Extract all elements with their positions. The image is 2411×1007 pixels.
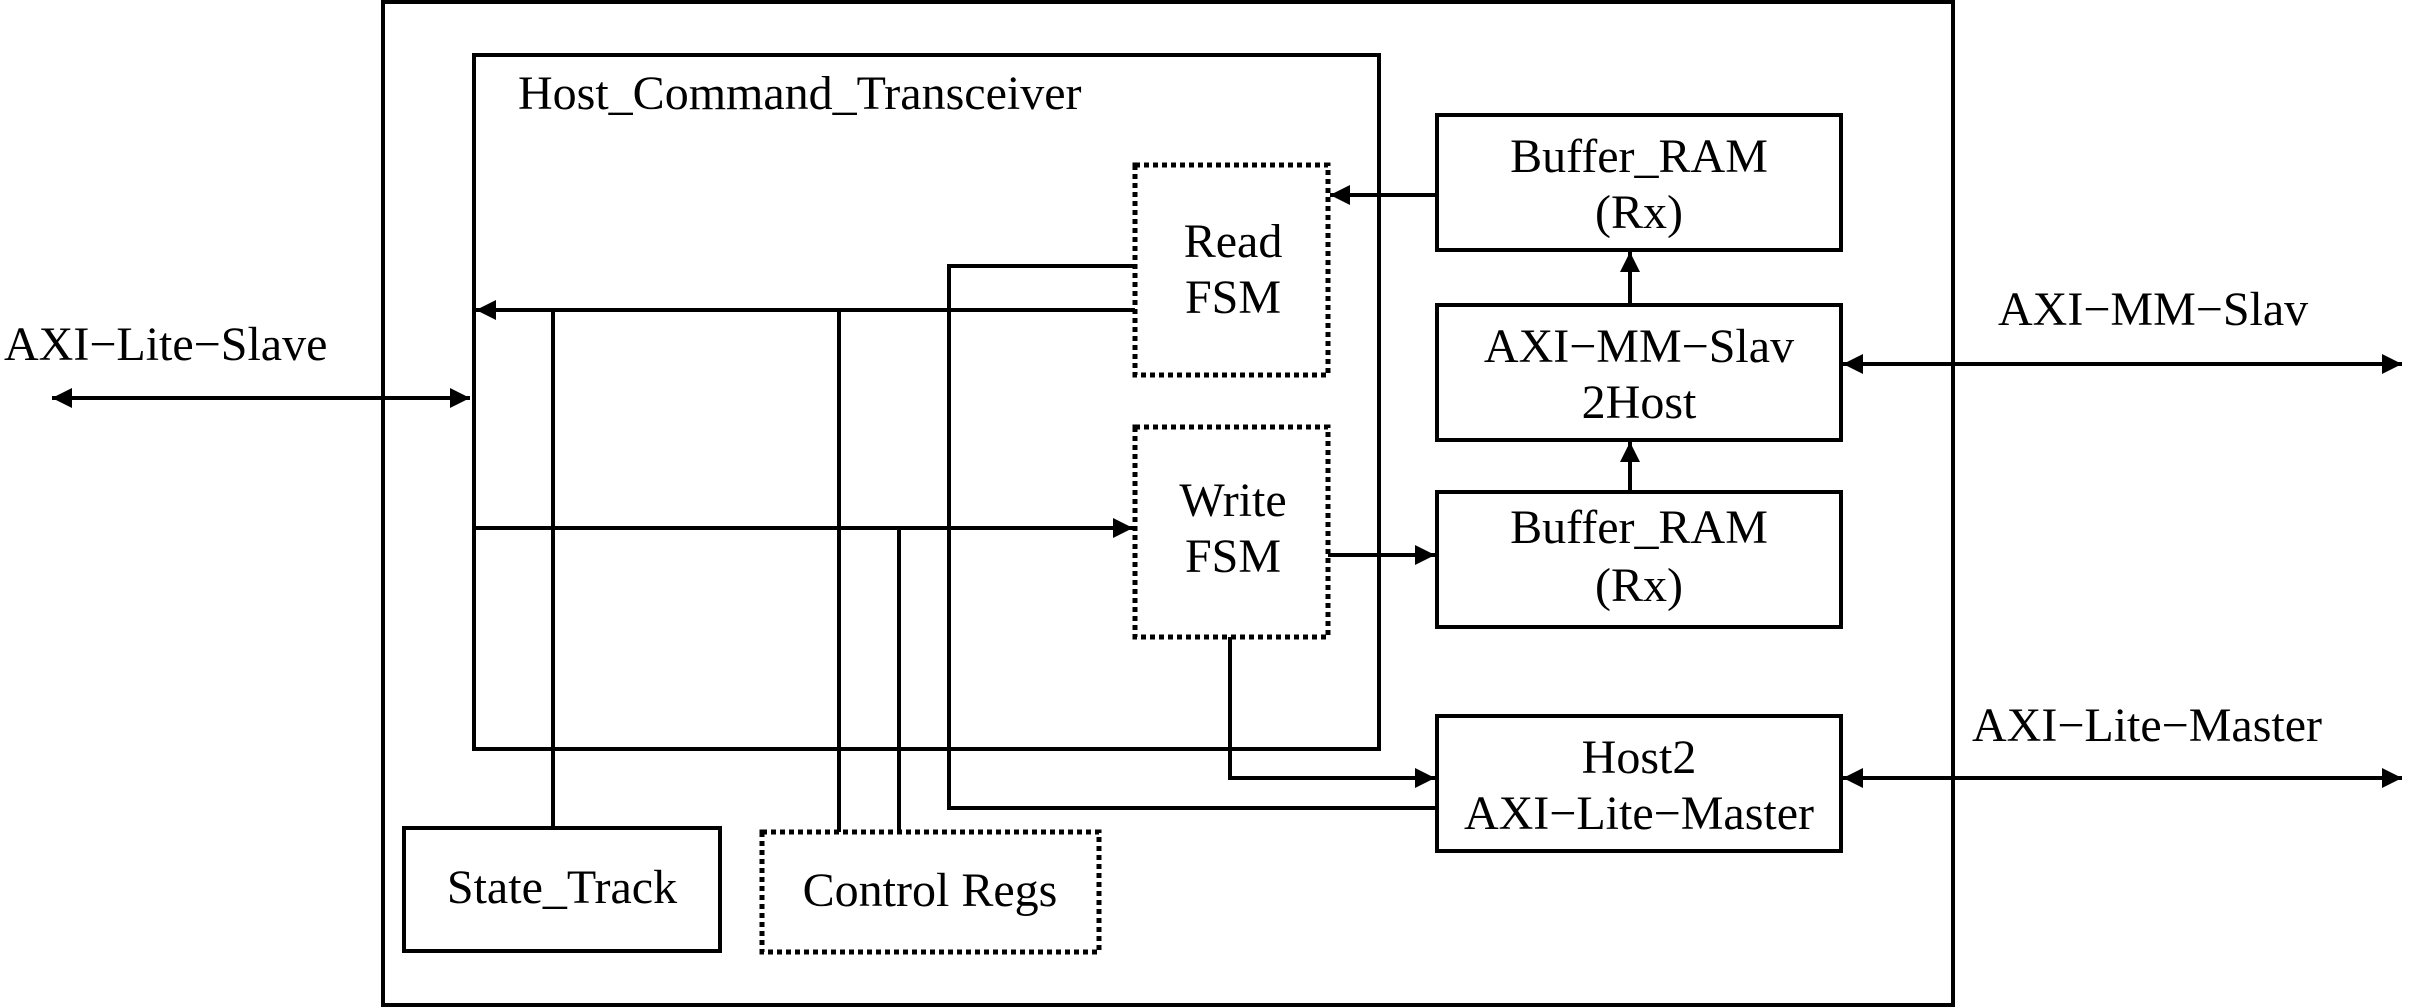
host2-axi-lite-master-label-line1: Host2 bbox=[1582, 731, 1697, 784]
transceiver-label: Host_Command_Transceiver bbox=[518, 67, 1082, 120]
host2-axi-lite-master-label-line2: AXI−Lite−Master bbox=[1464, 787, 1814, 840]
read-fsm-block bbox=[1132, 162, 1331, 378]
buffer-ram-rx-top-label-line2: (Rx) bbox=[1595, 186, 1683, 239]
buffer-ram-rx-bottom-block bbox=[1435, 490, 1843, 629]
control-regs-label: Control Regs bbox=[803, 864, 1058, 917]
read-fsm-label-line2: FSM bbox=[1185, 271, 1281, 324]
write-fsm-block bbox=[1132, 424, 1331, 640]
axi-mm-slave-2host-label-line2: 2Host bbox=[1582, 376, 1697, 429]
state-track-label: State_Track bbox=[447, 861, 677, 914]
axi-lite-slave-port-label: AXI−Lite−Slave bbox=[4, 318, 327, 371]
buffer-ram-rx-top-block bbox=[1435, 113, 1843, 252]
read-fsm-label-line1: Read bbox=[1184, 215, 1283, 268]
buffer-ram-rx-bottom-label-line2: (Rx) bbox=[1595, 559, 1683, 612]
write-fsm-label-line1: Write bbox=[1179, 474, 1286, 527]
buffer-ram-rx-top-label-line1: Buffer_RAM bbox=[1510, 130, 1768, 183]
read-fsm-to-lite-master bbox=[947, 264, 1437, 810]
axi-mm-slave-2host-block bbox=[1435, 303, 1843, 442]
write-fsm-to-lite-master bbox=[1228, 637, 1435, 788]
axi-lite-master-port-label: AXI−Lite−Master bbox=[1972, 699, 2322, 752]
write-fsm-label-line2: FSM bbox=[1185, 530, 1281, 583]
host2-axi-lite-master-block bbox=[1435, 714, 1843, 853]
buffer-ram-rx-bottom-label-line1: Buffer_RAM bbox=[1510, 501, 1768, 554]
axi-mm-slave-2host-label-line1: AXI−MM−Slav bbox=[1484, 320, 1794, 373]
transceiver-block bbox=[472, 53, 1381, 751]
state-track-block bbox=[402, 826, 722, 953]
control-regs-block bbox=[759, 829, 1102, 955]
axi-mm-slave-port-label: AXI−MM−Slav bbox=[1998, 283, 2308, 336]
